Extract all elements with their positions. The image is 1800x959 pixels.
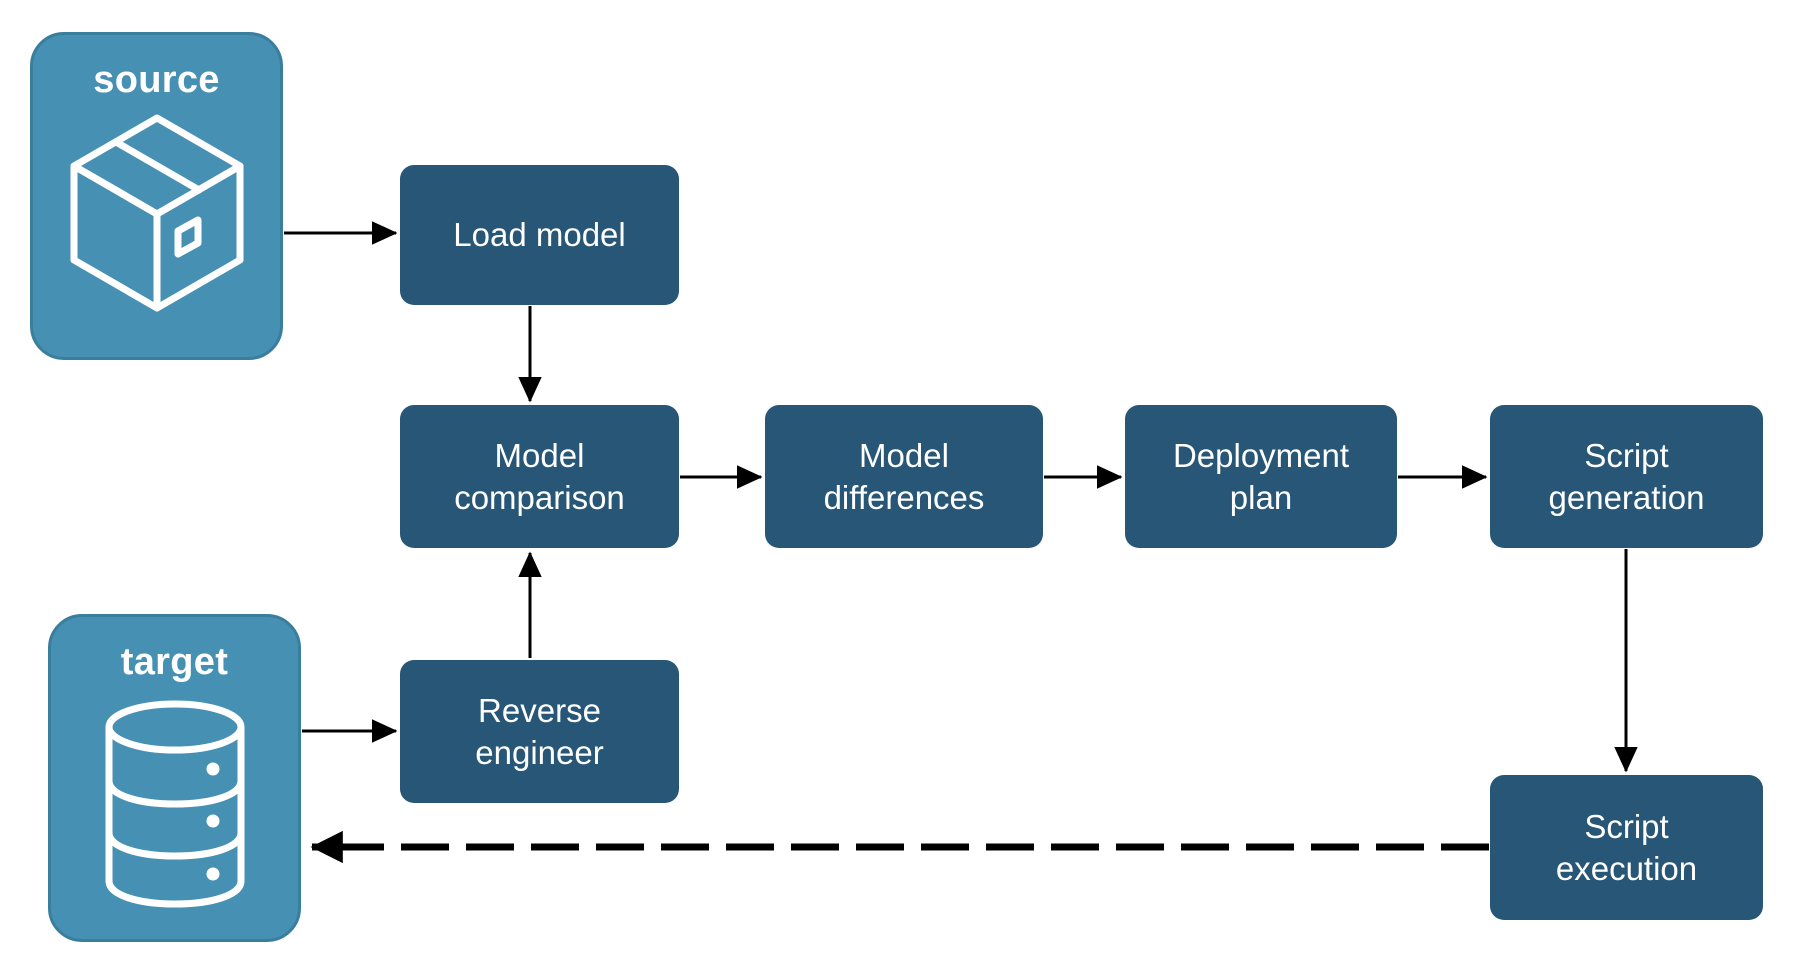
endpoint-source[interactable]: source xyxy=(30,32,283,360)
process-model-differences-label: Model differences xyxy=(823,436,985,516)
process-reverse-engineer[interactable]: Reverse engineer xyxy=(400,660,679,803)
endpoint-target[interactable]: target xyxy=(48,614,301,942)
process-reverse-engineer-label: Reverse engineer xyxy=(475,691,604,771)
process-load-model[interactable]: Load model xyxy=(400,165,679,305)
process-model-comparison-label: Model comparison xyxy=(454,436,625,516)
process-deployment-plan[interactable]: Deployment plan xyxy=(1125,405,1397,548)
process-model-differences[interactable]: Model differences xyxy=(765,405,1043,548)
endpoint-target-label: target xyxy=(120,641,229,683)
package-box-icon xyxy=(70,114,243,312)
process-deployment-plan-label: Deployment plan xyxy=(1172,436,1350,516)
process-script-execution[interactable]: Script execution xyxy=(1490,775,1763,920)
endpoint-source-label: source xyxy=(93,59,220,101)
process-model-comparison[interactable]: Model comparison xyxy=(400,405,679,548)
database-cylinder-icon xyxy=(105,700,244,908)
process-script-generation-label: Script generation xyxy=(1548,436,1705,516)
process-script-generation[interactable]: Script generation xyxy=(1490,405,1763,548)
process-script-execution-label: Script execution xyxy=(1555,807,1698,887)
process-load-model-label: Load model xyxy=(453,216,626,254)
